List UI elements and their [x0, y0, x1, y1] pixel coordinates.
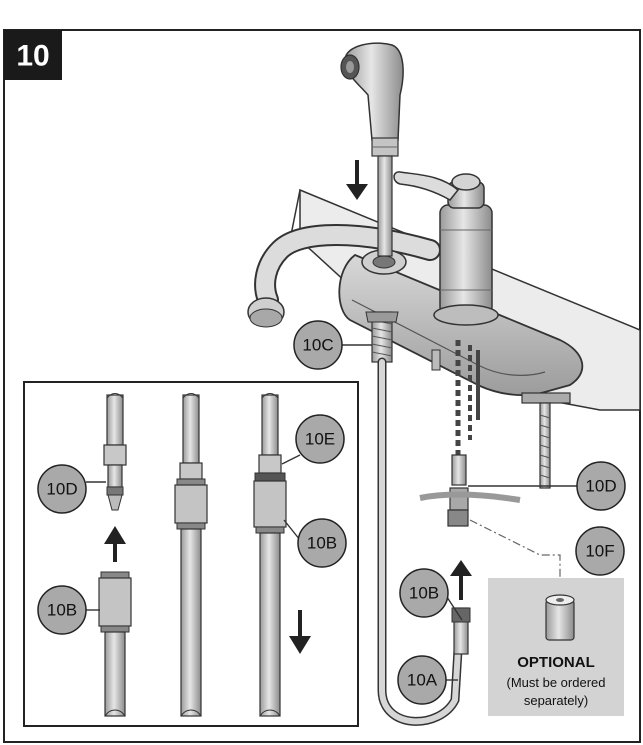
callout-10E-label: 10E — [305, 430, 335, 449]
callout-10E: 10E — [295, 414, 345, 464]
callout-10B-inset-right: 10B — [297, 518, 347, 568]
inset-left-assembly — [98, 393, 132, 717]
callout-10B-inset-right-label: 10B — [307, 534, 337, 553]
callout-10B-inset-left: 10B — [37, 585, 87, 635]
optional-line1: (Must be ordered — [507, 675, 606, 690]
up-arrow-icon — [450, 560, 472, 600]
supply-lines — [419, 340, 521, 527]
inset-down-arrow-icon — [289, 610, 311, 654]
step-number: 10 — [16, 40, 49, 73]
down-arrow-icon — [346, 160, 368, 200]
callout-10C-label: 10C — [302, 336, 333, 355]
callout-10B-main-label: 10B — [409, 584, 439, 603]
callout-10D-inset: 10D — [37, 464, 87, 514]
faucet-illustration — [247, 42, 641, 726]
callout-10F-label: 10F — [585, 542, 614, 561]
callout-10B-main: 10B — [399, 568, 449, 618]
optional-part-box: OPTIONAL (Must be ordered separately) — [488, 578, 624, 716]
inset-middle-assembly — [174, 393, 208, 717]
callout-10A-label: 10A — [407, 671, 438, 690]
optional-line2: separately) — [524, 693, 588, 708]
step-badge: 10 — [4, 30, 62, 80]
callout-10F: 10F — [575, 526, 625, 576]
callout-10D-inset-label: 10D — [46, 480, 77, 499]
callout-10B-inset-left-label: 10B — [47, 601, 77, 620]
callout-10D-main-label: 10D — [585, 477, 616, 496]
callout-10A: 10A — [397, 655, 447, 705]
optional-title: OPTIONAL — [517, 654, 595, 671]
callout-10D-main: 10D — [576, 461, 626, 511]
callout-10C: 10C — [293, 320, 343, 370]
inset-right-assembly — [253, 393, 311, 717]
spray-head — [340, 42, 404, 257]
inset-up-arrow-icon — [104, 526, 126, 562]
